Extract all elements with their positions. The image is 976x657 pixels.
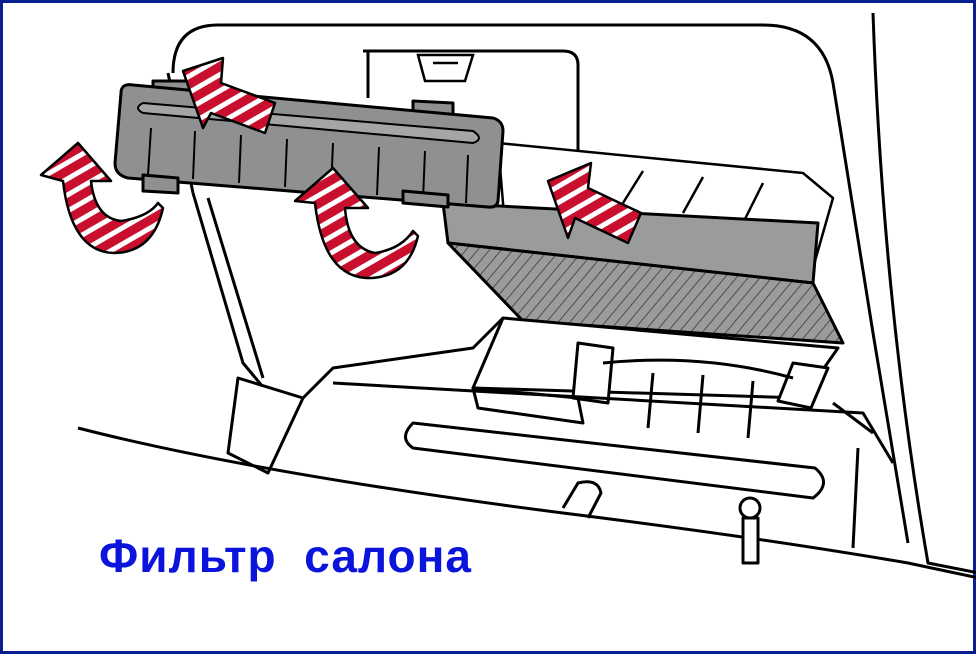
curved-arrow-icon [293,166,420,280]
pull-arrow-icon [546,161,643,245]
lift-arrow-icon [181,56,277,135]
dashboard-lower [77,192,976,579]
cabin-filter-illustration [39,12,976,579]
curved-arrow-icon [39,141,165,255]
cabin-filter-element [441,201,845,345]
latch-clip [416,53,475,83]
diagram-caption: Фильтр салона [99,530,472,582]
